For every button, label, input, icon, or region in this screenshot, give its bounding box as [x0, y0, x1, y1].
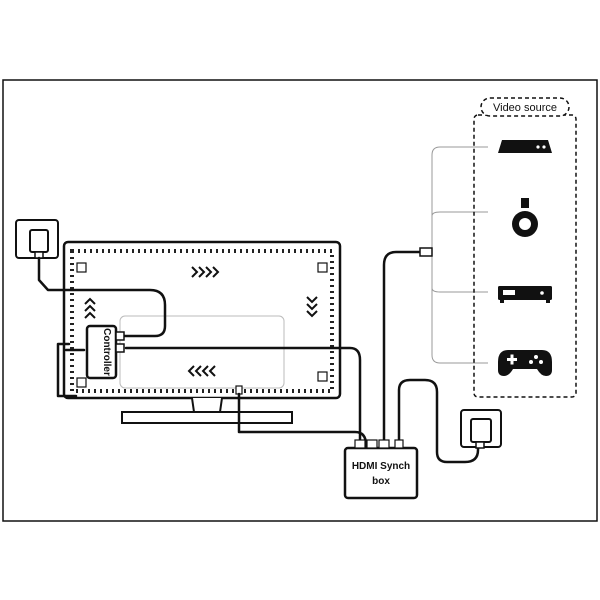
- led-strip: [70, 249, 334, 393]
- sync-box-label-line2: box: [372, 476, 390, 487]
- hdmi-plug: [419, 247, 433, 257]
- controller-box: Controller: [85, 324, 125, 380]
- streaming-stick-icon: [512, 198, 538, 237]
- outer-frame: [2, 79, 598, 522]
- sync-box-label-line1: HDMI Synch: [352, 461, 410, 472]
- tv: [62, 240, 342, 424]
- controller-label: Controller: [101, 328, 112, 376]
- wall-socket-left: [15, 219, 59, 259]
- gamepad-icon: [498, 350, 552, 376]
- video-source-group: Video source: [473, 97, 577, 398]
- cables: [37, 250, 480, 464]
- tv-base: [121, 411, 293, 424]
- video-source-label: Video source: [493, 102, 557, 114]
- tv-stand: [191, 397, 223, 413]
- media-player-icon: [498, 286, 552, 303]
- hdmi-sync-box: HDMI Synch box: [343, 439, 419, 500]
- wall-socket-right: [460, 409, 502, 449]
- set-top-box-icon: [498, 140, 552, 153]
